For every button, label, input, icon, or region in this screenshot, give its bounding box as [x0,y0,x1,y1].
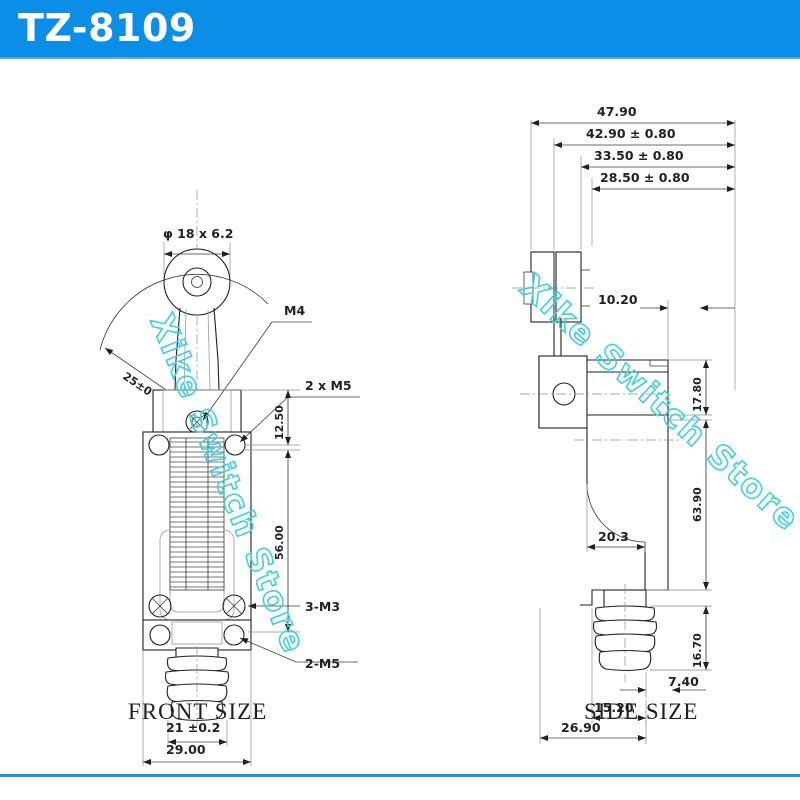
front-view-caption: FRONT SIZE [128,699,268,724]
cad-drawing-svg: 25±0 φ 18 x 6.2 M4 [99,104,800,766]
front-label-2m5: 2-M5 [305,656,340,671]
side-dim-base-inner: 15.20 [594,700,634,715]
side-dim-lever-pos-1: 42.90 ± 0.80 [586,126,676,141]
side-dim-head-offset: 10.20 [598,292,638,307]
side-view-caption: SIDE SIZE [584,699,699,724]
technical-drawing-area: 25±0 φ 18 x 6.2 M4 [0,60,800,772]
side-dim-lever-pos-3: 28.50 ± 0.80 [600,170,690,185]
front-view-caption-wrap: FRONT SIZE [128,699,267,725]
footer-divider [0,774,800,777]
side-dim-neck-radius: 20.3 [598,529,629,544]
front-label-3m3: 3-M3 [305,599,340,614]
front-dim-lever-angle: 25±0 [120,370,154,399]
side-dim-head-height: 17.80 [691,377,704,412]
page-title: TZ-8109 [18,6,196,50]
header-underline-divider [0,57,800,59]
side-view-geometry: 47.90 42.90 ± 0.80 33.50 ± 0.80 28.50 ± … [512,104,736,744]
side-dim-gland-height: 16.70 [691,633,704,668]
side-dim-base-width: 26.90 [561,720,601,735]
side-dim-lever-pos-2: 33.50 ± 0.80 [594,148,684,163]
front-dim-body-height: 56.00 [273,525,286,560]
front-label-2xm5: 2 x M5 [305,378,352,393]
front-dim-body-width: 29.00 [166,742,206,757]
front-dim-gland-width: 21 ±0.2 [166,720,220,735]
side-view-caption-wrap: SIDE SIZE [584,699,698,725]
side-dim-lever-overall: 47.90 [597,104,637,119]
front-label-m4: M4 [284,303,305,318]
front-dim-roller: φ 18 x 6.2 [163,226,233,241]
header-banner: TZ-8109 [0,0,800,57]
side-dim-gland-offset: 7.40 [668,674,699,689]
side-dim-body-height: 63.90 [691,487,704,522]
front-dim-upper-offset: 12.50 [273,405,286,440]
